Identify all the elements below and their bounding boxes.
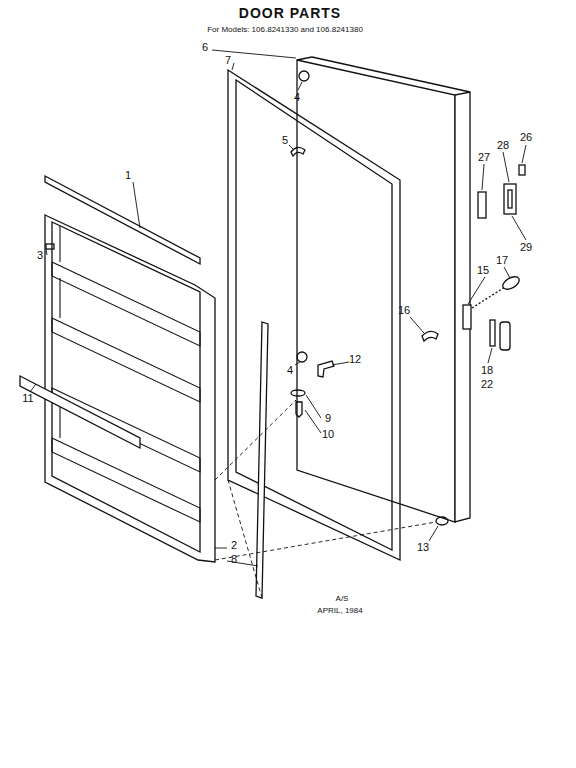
- callout-number: 9: [325, 413, 331, 424]
- callout-number: 2: [231, 540, 237, 551]
- callout-number: 11: [22, 393, 33, 404]
- callout-number: 18: [481, 365, 493, 376]
- callout-number: 26: [520, 132, 532, 143]
- callout-number: 10: [322, 429, 334, 440]
- callout-number: 17: [496, 255, 508, 266]
- callout-number: 6: [202, 42, 208, 53]
- callout-number: 16: [398, 305, 410, 316]
- callout-number: 7: [225, 55, 231, 66]
- revision-note: A/S: [336, 595, 349, 603]
- callout-number: 22: [481, 379, 493, 390]
- callout-number: 28: [497, 140, 509, 151]
- callout-number: 4: [294, 92, 300, 103]
- callout-number: 27: [478, 152, 490, 163]
- diagram-title: DOOR PARTS: [239, 6, 341, 20]
- date-note: APRIL, 1984: [317, 607, 362, 615]
- callout-number: 8: [231, 554, 237, 565]
- callout-number: 5: [282, 135, 288, 146]
- callout-number: 3: [37, 250, 43, 261]
- callout-number: 13: [417, 542, 429, 553]
- model-note: For Models: 106.8241330 and 106.8241380: [207, 26, 363, 34]
- callout-number: 4: [287, 365, 293, 376]
- callout-number: 1: [125, 170, 131, 181]
- callout-number: 29: [520, 242, 532, 253]
- callout-number: 15: [477, 265, 489, 276]
- callout-number: 12: [349, 354, 361, 365]
